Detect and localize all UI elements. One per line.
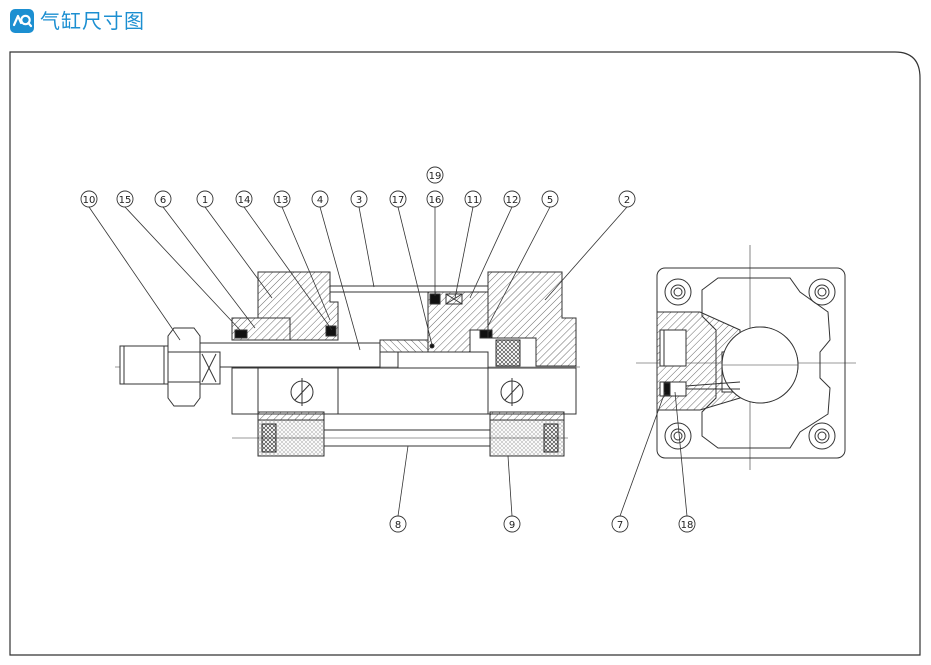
callout-label-6: 6 bbox=[160, 195, 166, 206]
callout-8 bbox=[389, 515, 407, 533]
callout-label-12: 12 bbox=[506, 195, 519, 206]
callout-label-1: 1 bbox=[202, 195, 208, 206]
callout-3 bbox=[350, 190, 368, 208]
callout-label-2: 2 bbox=[624, 195, 630, 206]
brand-logo-icon bbox=[10, 9, 34, 33]
callout-11 bbox=[464, 190, 482, 208]
callout-label-14: 14 bbox=[238, 195, 251, 206]
drawing-frame bbox=[9, 51, 921, 656]
callout-label-15: 15 bbox=[119, 195, 132, 206]
callout-9 bbox=[503, 515, 521, 533]
callout-19 bbox=[426, 166, 444, 184]
callout-5 bbox=[541, 190, 559, 208]
callout-10 bbox=[80, 190, 98, 208]
callout-label-4: 4 bbox=[317, 195, 323, 206]
callout-18 bbox=[678, 515, 696, 533]
callout-4 bbox=[311, 190, 329, 208]
callout-14 bbox=[235, 190, 253, 208]
callout-17 bbox=[389, 190, 407, 208]
callout-16 bbox=[426, 190, 444, 208]
callout-label-16: 16 bbox=[429, 195, 442, 206]
callout-label-17: 17 bbox=[392, 195, 405, 206]
callout-12 bbox=[503, 190, 521, 208]
callout-15 bbox=[116, 190, 134, 208]
callout-13 bbox=[273, 190, 291, 208]
callout-1 bbox=[196, 190, 214, 208]
callout-label-3: 3 bbox=[356, 195, 362, 206]
callout-label-11: 11 bbox=[467, 195, 480, 206]
page-header: 气缸尺寸图 bbox=[10, 6, 145, 36]
callout-label-18: 18 bbox=[681, 520, 694, 531]
callout-label-10: 10 bbox=[83, 195, 96, 206]
callout-2 bbox=[618, 190, 636, 208]
callout-label-8: 8 bbox=[395, 520, 401, 531]
page-title: 气缸尺寸图 bbox=[40, 9, 145, 33]
callout-7 bbox=[611, 515, 629, 533]
callout-label-19: 19 bbox=[429, 171, 442, 182]
callout-label-9: 9 bbox=[509, 520, 515, 531]
callout-6 bbox=[154, 190, 172, 208]
callout-label-13: 13 bbox=[276, 195, 289, 206]
callout-label-5: 5 bbox=[547, 195, 553, 206]
callout-label-7: 7 bbox=[617, 520, 623, 531]
